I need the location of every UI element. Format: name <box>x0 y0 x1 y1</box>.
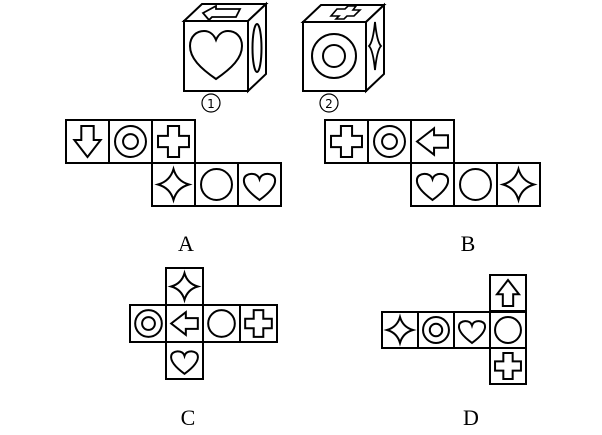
net-cell <box>453 162 498 207</box>
net-cell <box>453 311 491 349</box>
cross-icon <box>494 352 522 380</box>
cross-icon <box>330 125 363 158</box>
star-icon <box>367 21 383 71</box>
arrow-up-icon <box>494 278 522 307</box>
net-cell <box>410 119 455 164</box>
cube-1-front-face <box>183 20 249 92</box>
option-b-net <box>324 119 541 207</box>
net-cell <box>151 162 196 207</box>
net-cell <box>324 119 369 164</box>
net-cell <box>237 162 282 207</box>
heart-icon <box>188 29 244 81</box>
net-cell <box>165 267 204 306</box>
circle-icon <box>459 168 492 201</box>
heart-icon <box>415 172 450 202</box>
cube-1: 1 <box>181 1 269 113</box>
net-cell <box>381 311 419 349</box>
circle-icon <box>494 316 522 344</box>
arrow-left-icon <box>169 310 199 337</box>
star-icon <box>383 313 417 347</box>
net-cell <box>65 119 110 164</box>
star-icon <box>167 269 202 304</box>
star-icon <box>154 165 193 204</box>
ring-icon <box>134 309 163 338</box>
heart-icon <box>457 320 487 345</box>
option-c-net <box>129 267 278 380</box>
net-cell <box>489 274 527 312</box>
cube-2-label-circle <box>319 93 339 113</box>
option-a-net <box>65 119 282 207</box>
net-cell <box>129 304 168 343</box>
net-cell <box>165 341 204 380</box>
net-cell <box>239 304 278 343</box>
arrow-down-icon <box>72 125 103 159</box>
option-c-label: C <box>181 405 196 430</box>
arrow-left-icon <box>201 4 242 22</box>
net-cell <box>108 119 153 164</box>
ring-icon <box>422 316 450 344</box>
heart-icon <box>242 172 277 202</box>
net-cell <box>417 311 455 349</box>
option-d-net <box>381 274 527 385</box>
cross-icon <box>329 5 362 20</box>
circle-icon <box>207 309 236 338</box>
circle-icon <box>200 168 233 201</box>
ring-icon <box>311 33 357 79</box>
net-cell <box>151 119 196 164</box>
ring-inner <box>322 44 346 68</box>
net-cell <box>165 304 204 343</box>
cross-icon <box>157 125 190 158</box>
star-icon <box>499 165 538 204</box>
ring-icon <box>373 125 406 158</box>
cube-2: 2 <box>300 2 387 113</box>
option-d-label: D <box>463 405 479 430</box>
net-cell <box>194 162 239 207</box>
cube-2-label: 2 <box>325 97 333 111</box>
cube-1-label: 1 <box>207 97 215 111</box>
arrow-left-icon <box>415 126 449 157</box>
ring-icon <box>114 125 147 158</box>
heart-icon <box>170 350 199 376</box>
cube-1-label-circle <box>201 93 221 113</box>
net-cell <box>410 162 455 207</box>
ellipse-icon <box>251 23 263 73</box>
option-a-label: A <box>178 231 194 256</box>
cross-icon <box>244 309 273 338</box>
net-cell <box>489 347 527 385</box>
option-b-label: B <box>461 231 476 256</box>
net-cell <box>496 162 541 207</box>
net-cell <box>367 119 412 164</box>
net-cell <box>489 311 527 349</box>
net-cell <box>202 304 241 343</box>
